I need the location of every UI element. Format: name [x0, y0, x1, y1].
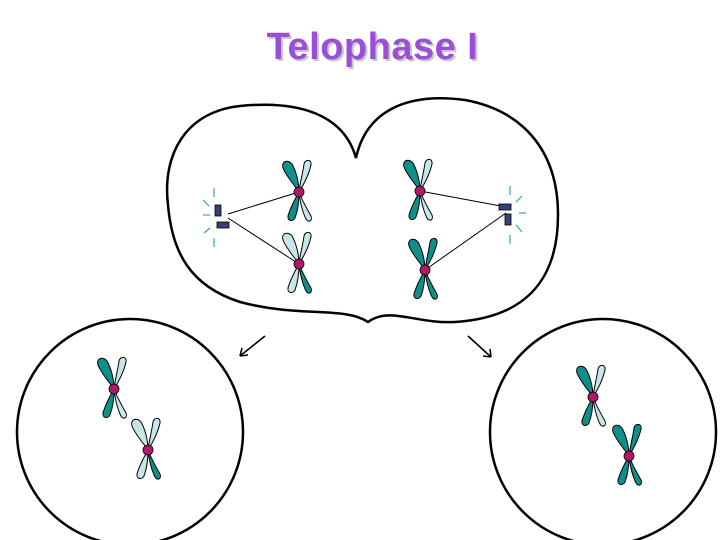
spindle-fibers — [227, 190, 507, 271]
chromosome-dividing-left-top — [282, 159, 312, 222]
centrosome-left — [202, 188, 230, 247]
chromosome-right-cell-bottom — [612, 423, 642, 486]
chromosome-left-cell-bottom — [131, 417, 161, 480]
chromosome-dividing-right-bottom — [408, 237, 438, 300]
chromosome-dividing-right-top — [403, 158, 433, 221]
chromosome-dividing-left-bottom — [282, 231, 312, 294]
chromosome-right-cell-top — [576, 364, 606, 427]
diagram-title: Telophase I — [266, 26, 479, 68]
arrow-left — [239, 335, 266, 357]
centrosome-right — [498, 186, 526, 244]
daughter-cell-left — [15, 317, 245, 540]
daughter-cell-right — [488, 317, 718, 540]
chromosome-left-cell-top — [97, 356, 127, 419]
dividing-cell-membrane — [165, 97, 560, 324]
arrow-right — [467, 335, 492, 358]
